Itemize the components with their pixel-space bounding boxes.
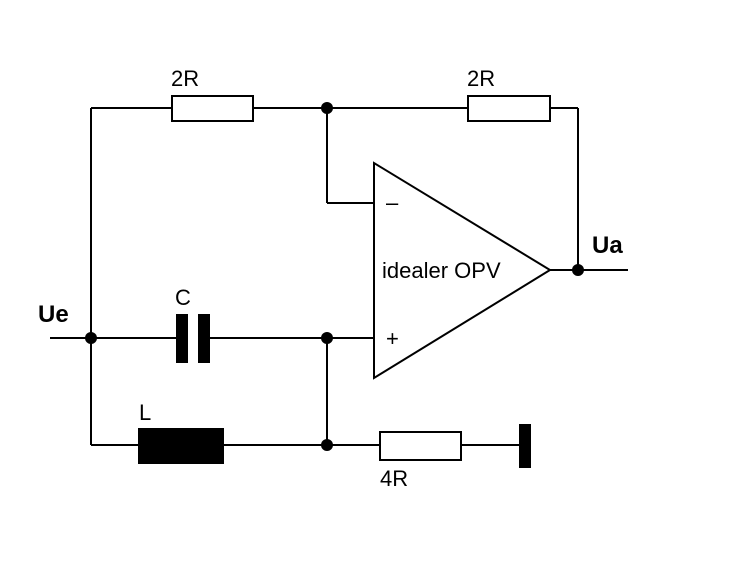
label-opamp: idealer OPV xyxy=(382,258,501,283)
resistor-top-left xyxy=(171,95,254,122)
junction-dot xyxy=(321,439,333,451)
label-opamp-plus: + xyxy=(386,326,399,351)
label-capacitor: C xyxy=(175,285,191,310)
capacitor-plate-right xyxy=(198,314,210,363)
ground-symbol xyxy=(519,424,531,468)
label-resistor-top-left: 2R xyxy=(171,66,199,91)
inductor-body xyxy=(138,428,224,464)
junction-dot xyxy=(572,264,584,276)
capacitor-plate-left xyxy=(176,314,188,363)
junction-dot xyxy=(321,332,333,344)
opamp-triangle xyxy=(373,161,552,380)
wires xyxy=(50,107,628,446)
label-output: Ua xyxy=(592,232,623,259)
junction-dot xyxy=(85,332,97,344)
label-opamp-minus: – xyxy=(386,190,399,215)
label-inductor: L xyxy=(139,400,151,425)
resistor-top-right xyxy=(467,95,551,122)
junction-dot xyxy=(321,102,333,114)
label-input: Ue xyxy=(38,301,69,328)
label-resistor-bottom: 4R xyxy=(380,466,408,491)
junctions xyxy=(85,102,584,451)
label-resistor-top-right: 2R xyxy=(467,66,495,91)
resistor-bottom xyxy=(379,431,462,461)
